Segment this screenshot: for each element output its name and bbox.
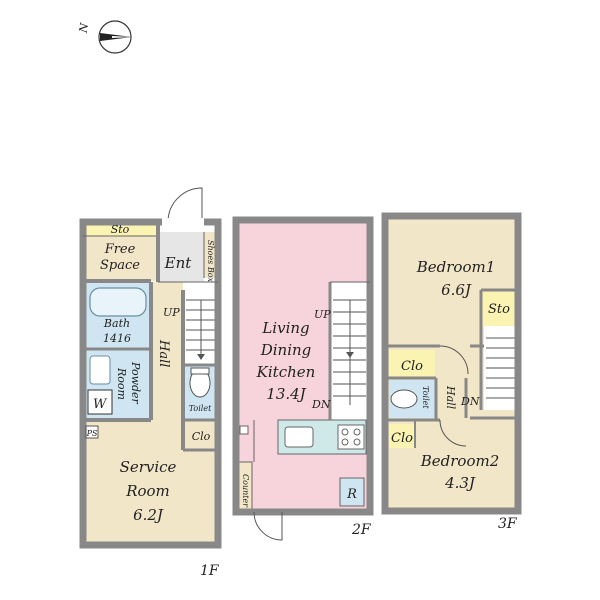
fridge bbox=[339, 477, 365, 507]
shoes-box-label: Shoes Box bbox=[206, 240, 215, 283]
toilet-3f-icon bbox=[390, 389, 418, 409]
ldk-label-1: Living bbox=[261, 319, 309, 337]
sink-icon bbox=[89, 355, 111, 385]
kitchen-sink-icon bbox=[284, 426, 314, 448]
closet1-3f-label: Clo bbox=[401, 359, 423, 374]
service-room bbox=[83, 420, 218, 545]
bedroom1-label-1: Bedroom1 bbox=[416, 258, 496, 276]
powder-room-label-2: Room bbox=[115, 367, 128, 400]
toilet-3f-label: Toilet bbox=[421, 386, 430, 409]
stair-arrow-1f-icon bbox=[197, 354, 205, 360]
fridge-label: R bbox=[346, 487, 357, 502]
closet2-3f-label: Clo bbox=[391, 431, 413, 446]
ldk-label-3: Kitchen bbox=[256, 363, 316, 381]
free-space-label-2: Space bbox=[100, 258, 140, 273]
free-space-label-1: Free bbox=[104, 242, 136, 257]
powder-room-label-1: Powder bbox=[129, 361, 142, 405]
ps-box bbox=[85, 425, 99, 439]
hall-1f-label: Hall bbox=[156, 339, 171, 367]
wall-1f-outer bbox=[79, 218, 222, 549]
compass: N bbox=[76, 20, 132, 54]
ldk-label-4: 13.4J bbox=[266, 385, 306, 403]
compass-arrow-highlight-icon bbox=[112, 36, 132, 38]
washer-icon bbox=[87, 389, 113, 415]
stair-steps-2f bbox=[333, 299, 366, 405]
hall-3f bbox=[436, 380, 466, 418]
counter-label: Counter bbox=[241, 474, 250, 508]
stove-icon bbox=[337, 424, 365, 450]
hall-1f bbox=[151, 282, 183, 420]
service-room-label-3: 6.2J bbox=[133, 506, 164, 524]
bedroom1-door-icon bbox=[439, 345, 469, 375]
bedroom2-label-2: 4.3J bbox=[444, 474, 476, 492]
service-room-label-2: Room bbox=[125, 482, 170, 500]
floor-2: Living Dining Kitchen 13.4J UP DN Counte… bbox=[232, 216, 374, 541]
bedroom2-door-icon bbox=[439, 419, 467, 447]
floor-1: Sto Free Space Ent Shoes Box Bath 1416 H… bbox=[79, 187, 222, 579]
hall-3f-label: Hall bbox=[444, 385, 457, 410]
closet1-3f bbox=[389, 350, 435, 378]
stair-steps-1f bbox=[186, 299, 215, 356]
floor-3: Bedroom1 6.6J Sto Clo Toilet Hall DN Clo… bbox=[381, 212, 522, 532]
bathtub-icon bbox=[89, 287, 147, 317]
ldk-label-2: Dining bbox=[260, 341, 312, 359]
toilet-tank-icon bbox=[190, 367, 210, 375]
floor-3-label: 3F bbox=[498, 516, 518, 532]
bath-label-1: Bath bbox=[103, 317, 130, 330]
service-room-label-1: Service bbox=[120, 458, 177, 476]
entrance-label: Ent bbox=[164, 254, 193, 272]
up-2f-label: UP bbox=[314, 308, 331, 321]
floor-2-label: 2F bbox=[351, 522, 372, 538]
balcony-door-icon bbox=[253, 511, 283, 541]
stair-steps-3f bbox=[486, 337, 516, 399]
floor-1-label: 1F bbox=[200, 563, 220, 579]
up-1f-label: UP bbox=[163, 306, 180, 319]
dn-2f-label: DN bbox=[311, 398, 331, 411]
entrance-door-gap bbox=[162, 218, 204, 226]
entrance-door-icon bbox=[167, 187, 203, 223]
entrance-room bbox=[158, 232, 204, 282]
storage-top-label: Sto bbox=[111, 223, 130, 236]
bath-label-2: 1416 bbox=[103, 332, 131, 345]
bedroom1-label-2: 6.6J bbox=[441, 281, 472, 299]
storage-3f bbox=[481, 290, 518, 326]
ps-label: PS bbox=[86, 429, 98, 438]
bedroom2-label-1: Bedroom2 bbox=[420, 452, 500, 470]
wall-2f-outer bbox=[232, 216, 374, 516]
toilet-1f-label: Toilet bbox=[189, 404, 212, 413]
washer-label: W bbox=[93, 397, 108, 412]
closet2-3f bbox=[389, 424, 415, 448]
dn-3f-label: DN bbox=[460, 395, 480, 408]
wall-3f-outer bbox=[381, 212, 522, 515]
storage-3f-label: Sto bbox=[488, 302, 510, 317]
stair-arrow-2f-icon bbox=[346, 352, 354, 358]
closet-1f-label: Clo bbox=[192, 430, 211, 443]
compass-label: N bbox=[76, 22, 91, 35]
